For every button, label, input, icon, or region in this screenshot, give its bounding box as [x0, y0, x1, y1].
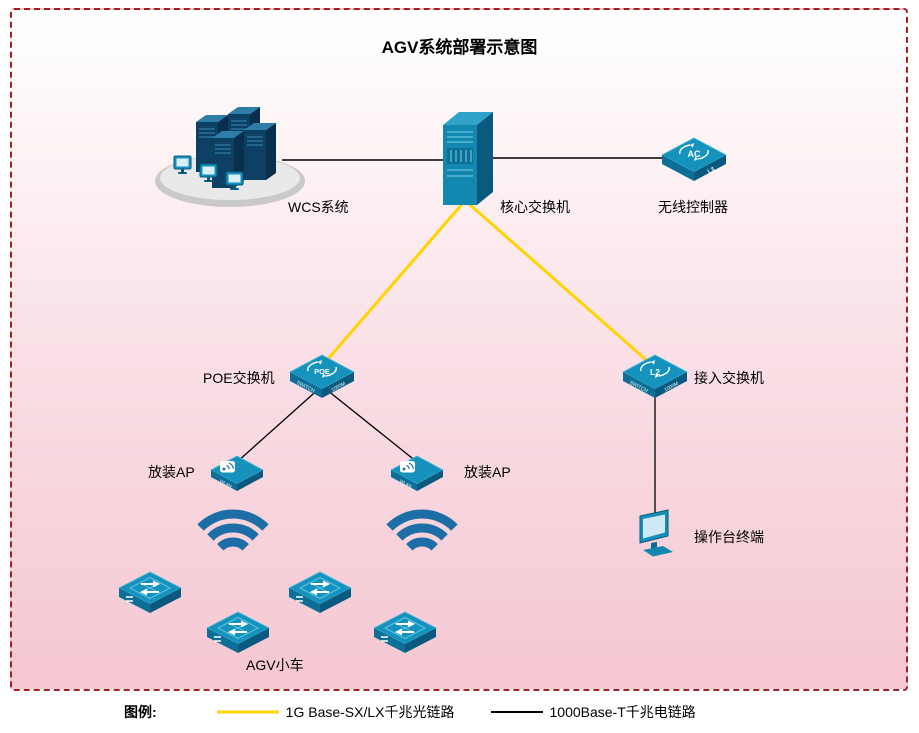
- legend-item-label: 1000Base-T千兆电链路: [549, 704, 696, 720]
- server-tower-icon: [243, 122, 277, 181]
- copper-line-swatch-icon: [490, 711, 543, 713]
- legend-title: 图例:: [124, 704, 157, 720]
- wifi-signal-right-icon: [390, 514, 455, 547]
- links: [236, 157, 668, 516]
- ap-wlan-text: WLAN: [219, 478, 233, 489]
- legend-item-label: 1G Base-SX/LX千兆光链路: [285, 704, 455, 720]
- legend-item-copper: 1000Base-T千兆电链路: [490, 702, 696, 722]
- agv-car-icon: [288, 571, 352, 614]
- ap-wlan-text: WLAN: [399, 478, 413, 489]
- fiber-line-swatch-icon: [216, 710, 279, 714]
- link-poe-ap-right: [321, 385, 418, 463]
- wireless-controller-icon: AC L3: [661, 137, 727, 182]
- core-switch-label: 核心交换机: [500, 199, 570, 215]
- ap-right-icon: WLAN: [390, 455, 444, 492]
- controller-ac-text: AC: [688, 149, 701, 159]
- wireless-controller-label: 无线控制器: [658, 199, 728, 215]
- ap-body: [210, 455, 264, 492]
- agv-car-icon: [206, 611, 270, 654]
- front-panel-details: [447, 131, 473, 177]
- poe-switch-icon: POE SWITCH 1000M: [289, 354, 355, 399]
- agv-car-icon: [118, 571, 182, 614]
- controller-body: [661, 137, 727, 182]
- link-poe-ap-left: [236, 385, 323, 463]
- controller-l3-badge: L3: [707, 167, 717, 176]
- poe-switch-body: [289, 354, 355, 399]
- wcs-server-cluster-icon: [155, 106, 305, 207]
- link-core-access-fiber: [467, 201, 654, 368]
- top-face: [443, 112, 493, 125]
- right-face: [477, 112, 493, 205]
- ap-body: [390, 455, 444, 492]
- ap-left-label: 放装AP: [148, 464, 195, 480]
- terminal-label: 操作台终端: [694, 529, 764, 545]
- front-face: [443, 125, 477, 205]
- terminal-base: [643, 546, 673, 557]
- l2-text: L2: [650, 367, 660, 377]
- terminal-icon: [639, 509, 673, 557]
- legend: 图例: 1G Base-SX/LX千兆光链路 1000Base-T千兆电链路: [124, 702, 696, 722]
- core-switch-icon: [443, 112, 493, 205]
- agv-group-label: AGV小车: [246, 657, 304, 673]
- legend-item-fiber: 1G Base-SX/LX千兆光链路: [216, 702, 455, 722]
- link-core-poe-fiber: [320, 202, 465, 367]
- access-switch-icon: L2 SWITCH 1000M: [622, 354, 688, 399]
- page-title: AGV系统部署示意图: [381, 38, 538, 57]
- ap-right-label: 放装AP: [464, 464, 511, 480]
- terminal-screen: [643, 514, 665, 539]
- poe-switch-label: POE交换机: [203, 370, 275, 386]
- agv-car-icon: [373, 611, 437, 654]
- poe-text: POE: [314, 367, 330, 376]
- wcs-label: WCS系统: [288, 199, 349, 215]
- access-switch-label: 接入交换机: [694, 370, 764, 386]
- ap-left-icon: WLAN: [210, 455, 264, 492]
- wifi-signal-left-icon: [201, 514, 266, 547]
